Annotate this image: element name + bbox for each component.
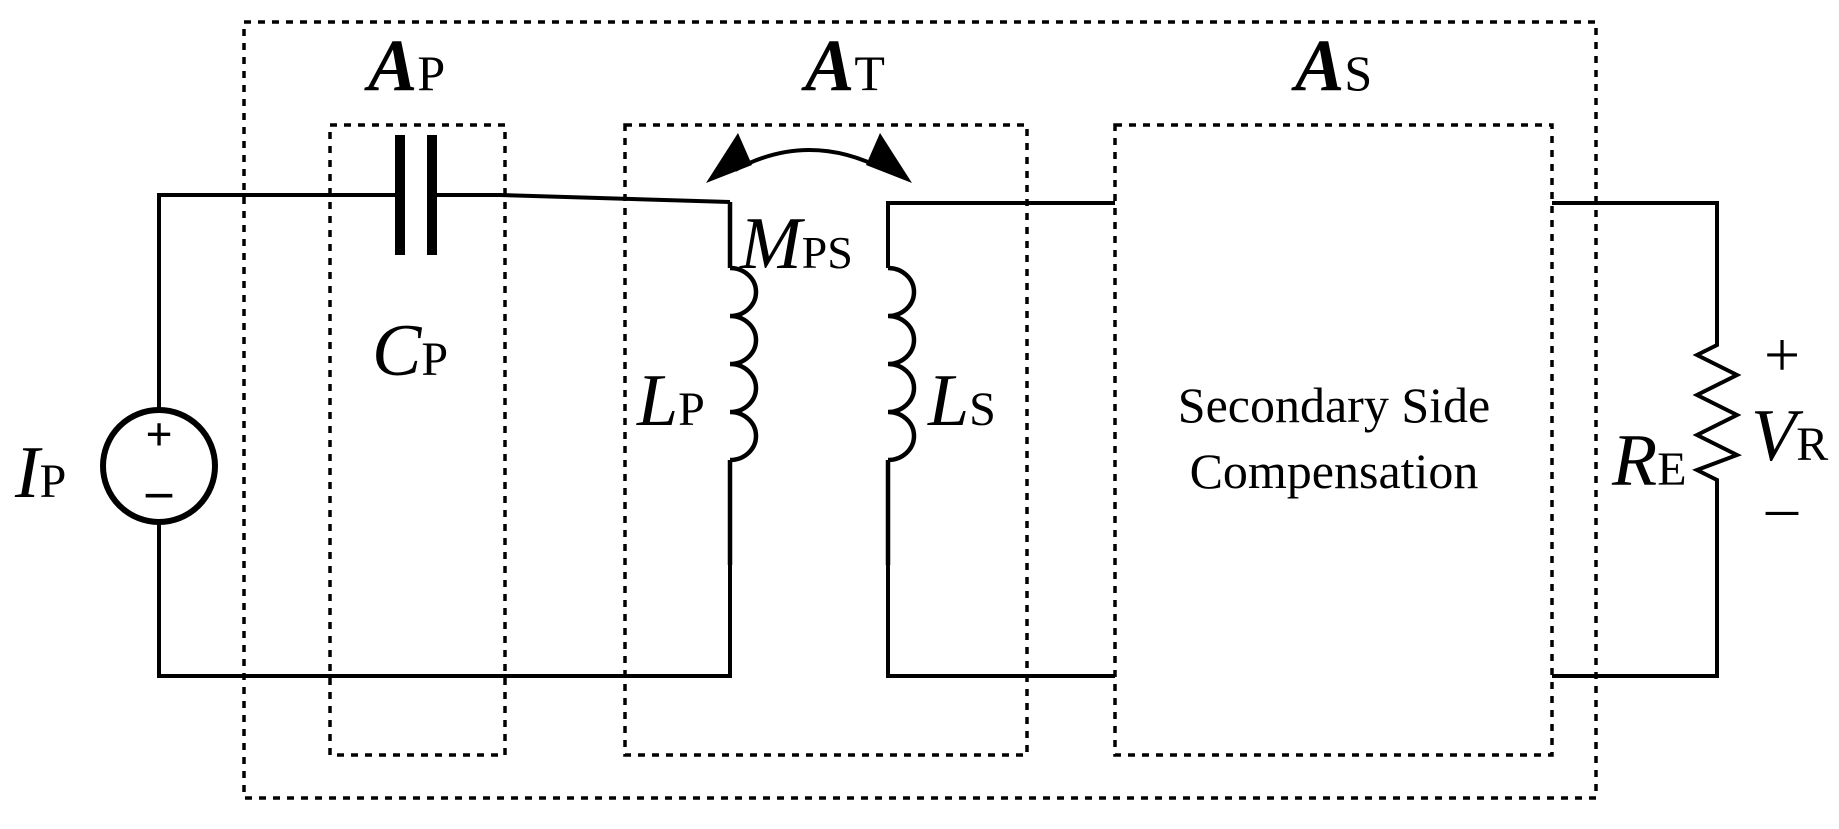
outer-system-box: [242, 20, 1598, 800]
load-resistor: [1692, 330, 1742, 490]
inductor-ls: [885, 265, 917, 565]
wire-load-top: [1552, 201, 1719, 330]
wire-primary-top-right: [428, 193, 731, 204]
secondary-compensation-box: [1113, 123, 1554, 757]
transformer-box: [623, 123, 1029, 757]
wire-secondary-bottom: [886, 490, 1115, 678]
primary-compensation-box: [328, 123, 507, 757]
mutual-coupling-arrow: [706, 133, 912, 183]
compensation-text-line1: Secondary Side: [1178, 377, 1490, 433]
wire-primary-top-left: [157, 193, 398, 405]
current-source: + –: [100, 395, 218, 540]
capacitor-cp: [395, 135, 437, 255]
label-transformer-block: AT: [801, 25, 885, 107]
wire-load-bottom: [1552, 490, 1719, 678]
inductor-lp: [727, 202, 759, 565]
output-voltage-plus: +: [1764, 319, 1800, 390]
arrowhead-right: [866, 133, 912, 183]
source-minus-sign: –: [145, 463, 173, 520]
source-plus-sign: +: [145, 408, 172, 461]
label-secondary-inductor: LS: [927, 360, 996, 442]
compensation-text-line2: Compensation: [1190, 443, 1479, 499]
wire-primary-bottom: [157, 523, 732, 678]
source-circle: [100, 407, 218, 525]
label-source-current: IP: [14, 432, 66, 514]
label-output-voltage: VR: [1751, 395, 1828, 477]
label-load-resistor: RE: [1611, 420, 1687, 502]
label-secondary-block: AS: [1291, 25, 1372, 107]
label-capacitor: CP: [372, 310, 448, 392]
label-primary-block: AP: [364, 25, 445, 107]
output-voltage-minus: –: [1765, 471, 1799, 542]
wire-secondary-top: [886, 201, 1115, 268]
label-mutual-inductance: MPS: [739, 203, 853, 285]
label-primary-inductor: LP: [636, 360, 705, 442]
arrowhead-left: [706, 133, 752, 183]
